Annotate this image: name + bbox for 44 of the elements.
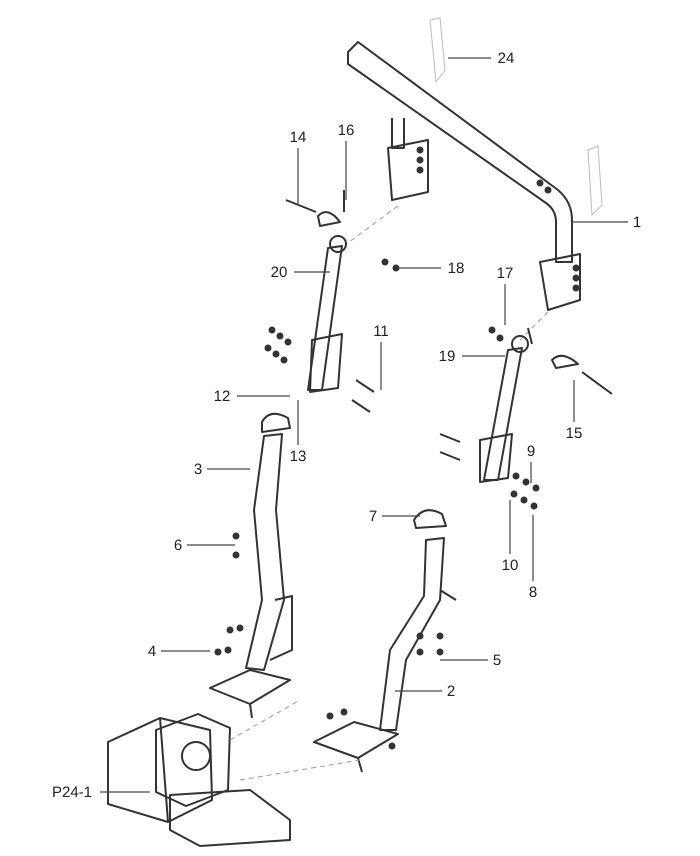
callout-number: 3 (191, 459, 205, 479)
leader-line (297, 148, 299, 205)
callout-number: P24-1 (46, 782, 98, 802)
callout-number: 24 (493, 48, 519, 68)
callout-number: 10 (497, 555, 523, 575)
callout-number: 4 (145, 641, 159, 661)
leader-line (440, 659, 488, 661)
callout-number: 20 (266, 262, 292, 282)
callout-number: 16 (334, 120, 358, 140)
callout-number: 14 (286, 127, 310, 147)
leader-line (530, 462, 532, 483)
leader-line (504, 284, 506, 325)
callout-number: 9 (524, 441, 538, 461)
leader-line (573, 380, 575, 422)
callout-number: 18 (443, 258, 469, 278)
leader-line (448, 57, 491, 59)
callout-number: 2 (444, 681, 458, 701)
leader-line (380, 342, 382, 390)
leader-line (161, 650, 210, 652)
callout-number: 7 (366, 506, 380, 526)
leader-line (237, 395, 290, 397)
callout-number: 6 (171, 535, 185, 555)
leader-line (509, 500, 511, 554)
callout-number: 1 (630, 212, 644, 232)
leader-line (395, 690, 442, 692)
leader-line (100, 791, 150, 793)
leader-line (462, 355, 505, 357)
callout-number: 17 (493, 263, 517, 283)
leader-line (382, 515, 420, 517)
leader-line (294, 271, 330, 273)
callout-number: 8 (526, 582, 540, 602)
leader-line (345, 141, 347, 200)
callout-number: 12 (209, 386, 235, 406)
leader-line (572, 221, 628, 223)
callout-number: 11 (369, 321, 393, 341)
leader-line (207, 468, 250, 470)
leader-line (398, 267, 441, 269)
callout-number: 19 (434, 346, 460, 366)
leader-line (187, 544, 235, 546)
leader-line (532, 515, 534, 581)
callout-number: 13 (285, 446, 311, 466)
leader-line (297, 400, 299, 445)
callout-number: 5 (490, 650, 504, 670)
callout-number: 15 (561, 423, 587, 443)
